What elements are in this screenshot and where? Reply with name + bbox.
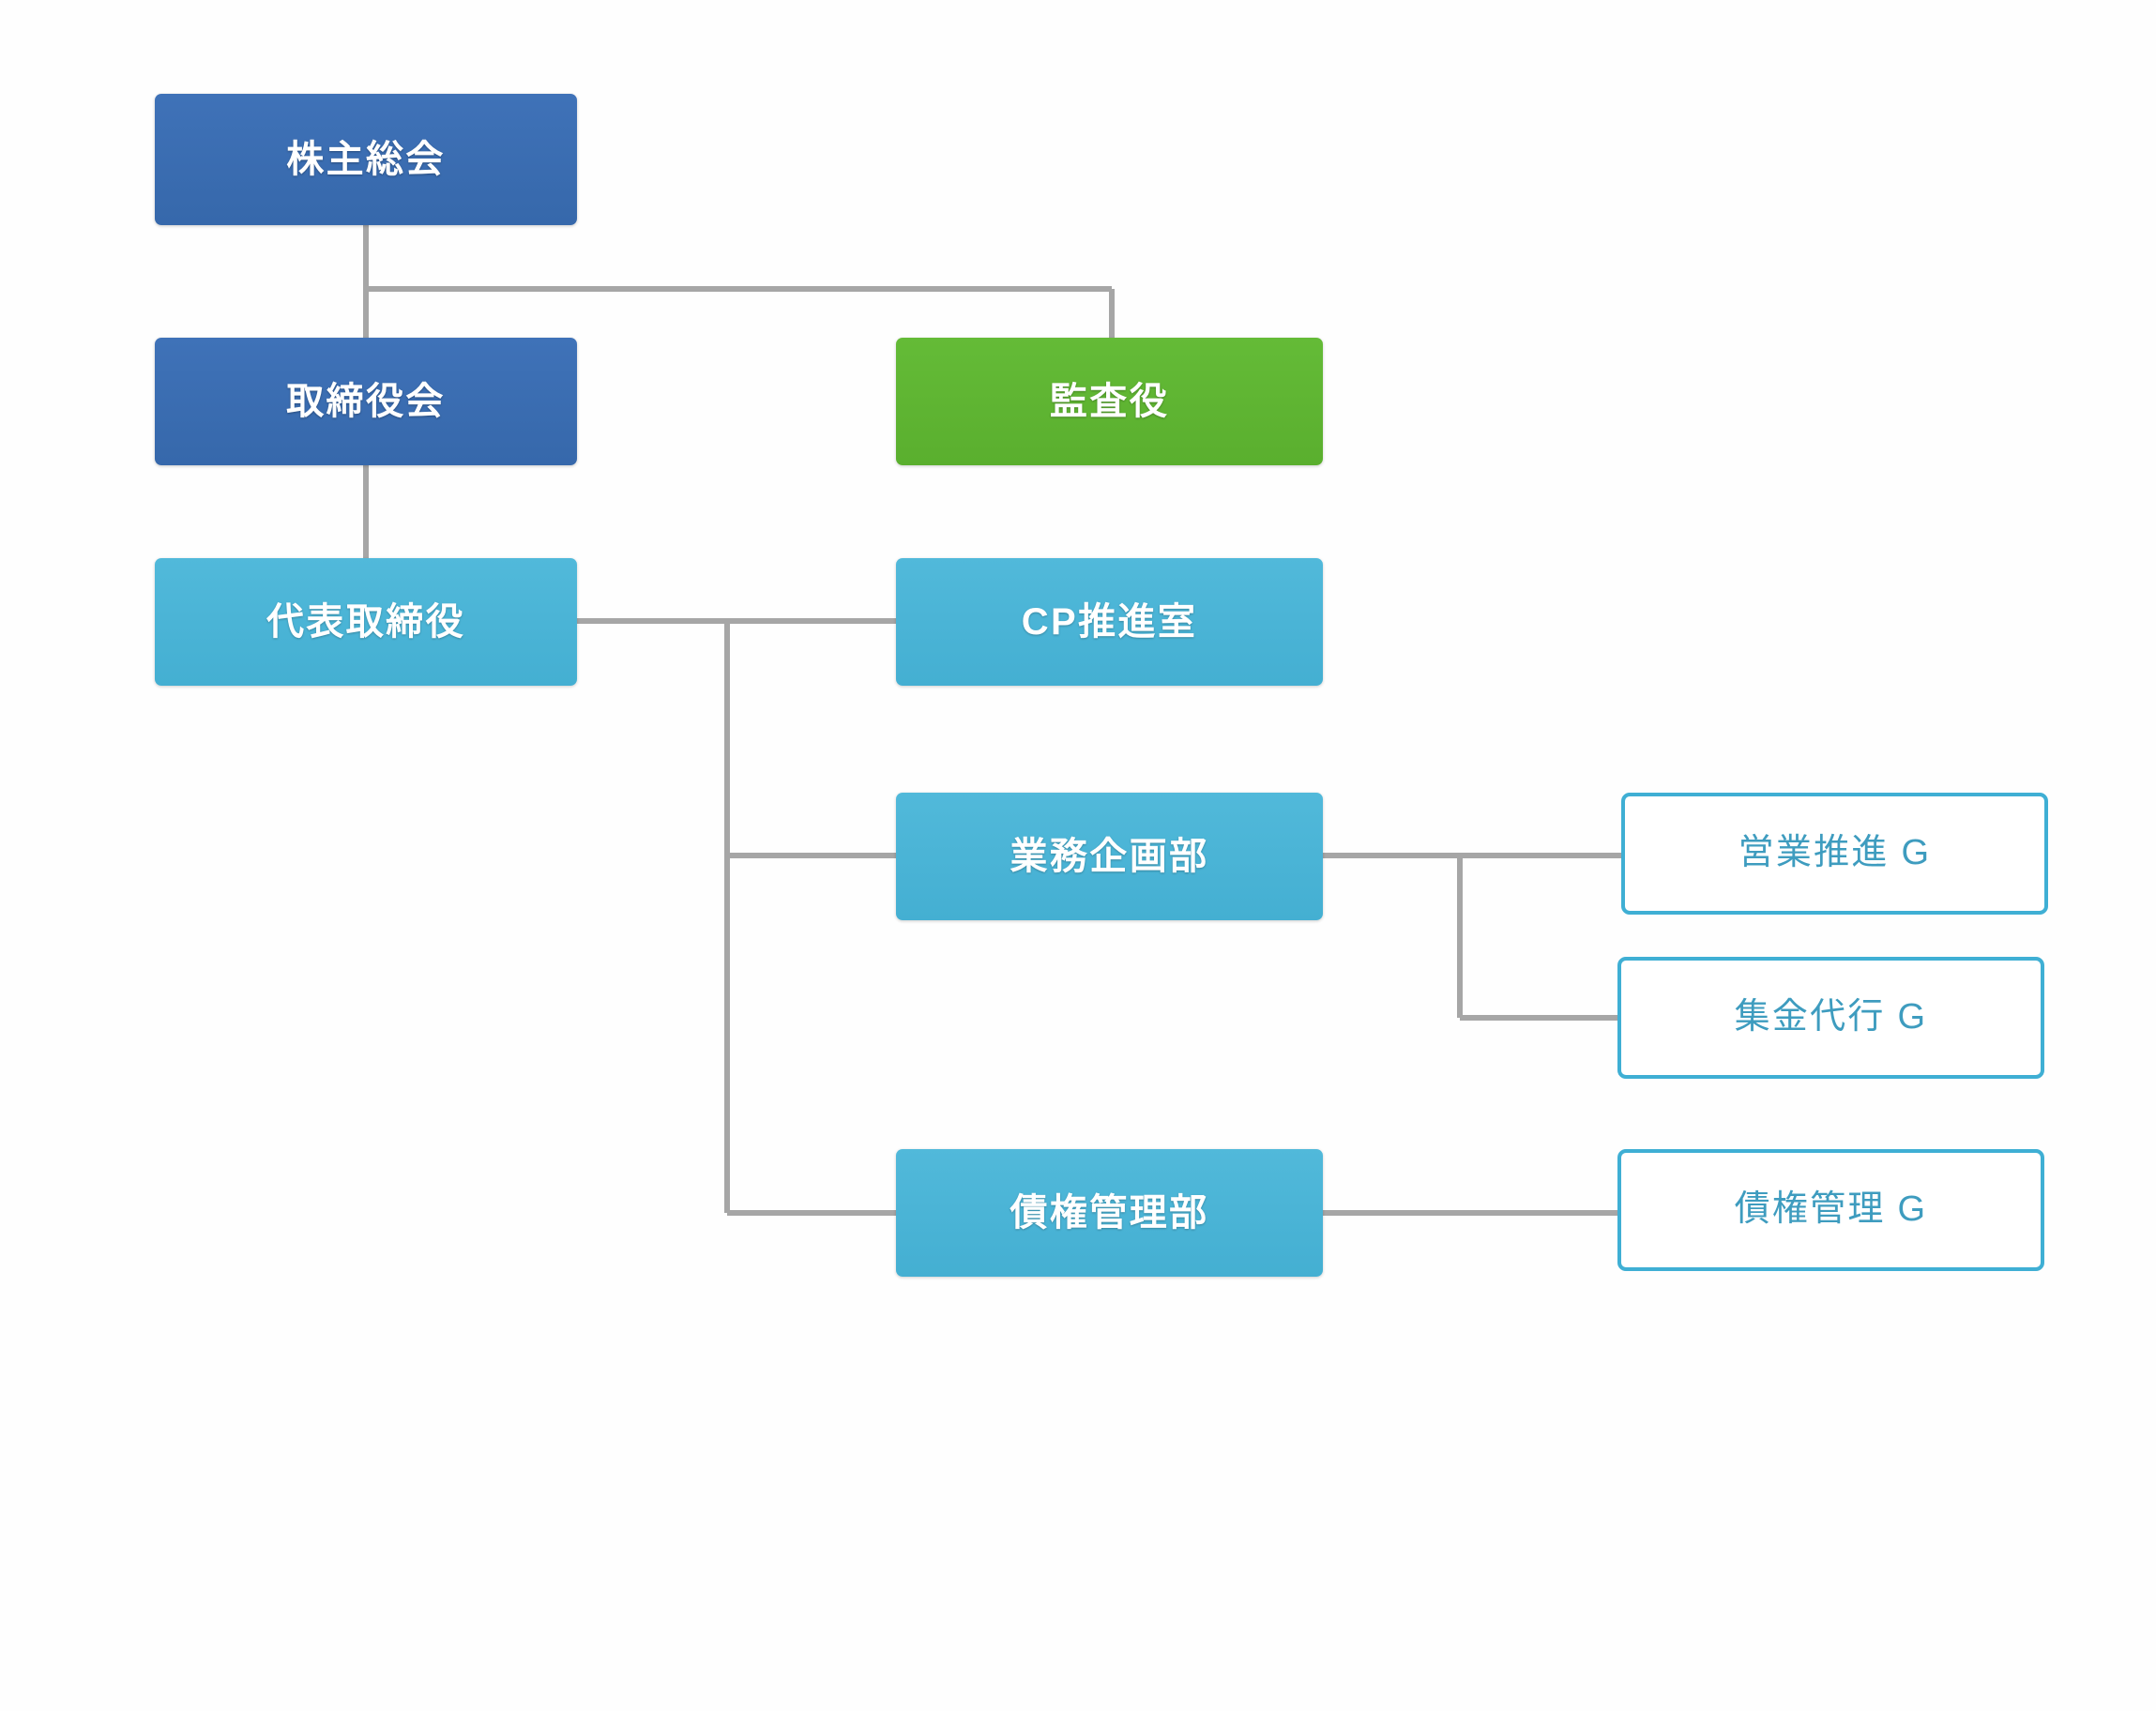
node-label-collection-agency-group: 集金代行 G: [1734, 997, 1928, 1037]
node-credit-management-group[interactable]: 債権管理 G: [1617, 1149, 2044, 1271]
node-representative-director[interactable]: 代表取締役: [155, 558, 577, 686]
node-label-sales-promotion-group: 営業推進 G: [1738, 833, 1932, 873]
node-cp-promotion-office[interactable]: CP推進室: [896, 558, 1323, 686]
node-board-of-directors[interactable]: 取締役会: [155, 338, 577, 465]
node-collection-agency-group[interactable]: 集金代行 G: [1617, 957, 2044, 1079]
node-sales-promotion-group[interactable]: 営業推進 G: [1621, 793, 2048, 915]
node-auditor[interactable]: 監査役: [896, 338, 1323, 465]
node-credit-management-dept[interactable]: 債権管理部: [896, 1149, 1323, 1277]
node-label-board-of-directors: 取締役会: [286, 381, 446, 422]
node-label-auditor: 監査役: [1049, 381, 1170, 422]
node-label-credit-management-group: 債権管理 G: [1734, 1189, 1928, 1230]
node-shareholders-meeting[interactable]: 株主総会: [155, 94, 577, 225]
node-label-representative-director: 代表取締役: [266, 601, 465, 643]
node-label-shareholders-meeting: 株主総会: [286, 139, 446, 180]
node-label-business-planning-dept: 業務企画部: [1010, 836, 1209, 877]
node-label-credit-management-dept: 債権管理部: [1010, 1192, 1209, 1234]
node-business-planning-dept[interactable]: 業務企画部: [896, 793, 1323, 920]
node-label-cp-promotion-office: CP推進室: [1021, 601, 1198, 643]
